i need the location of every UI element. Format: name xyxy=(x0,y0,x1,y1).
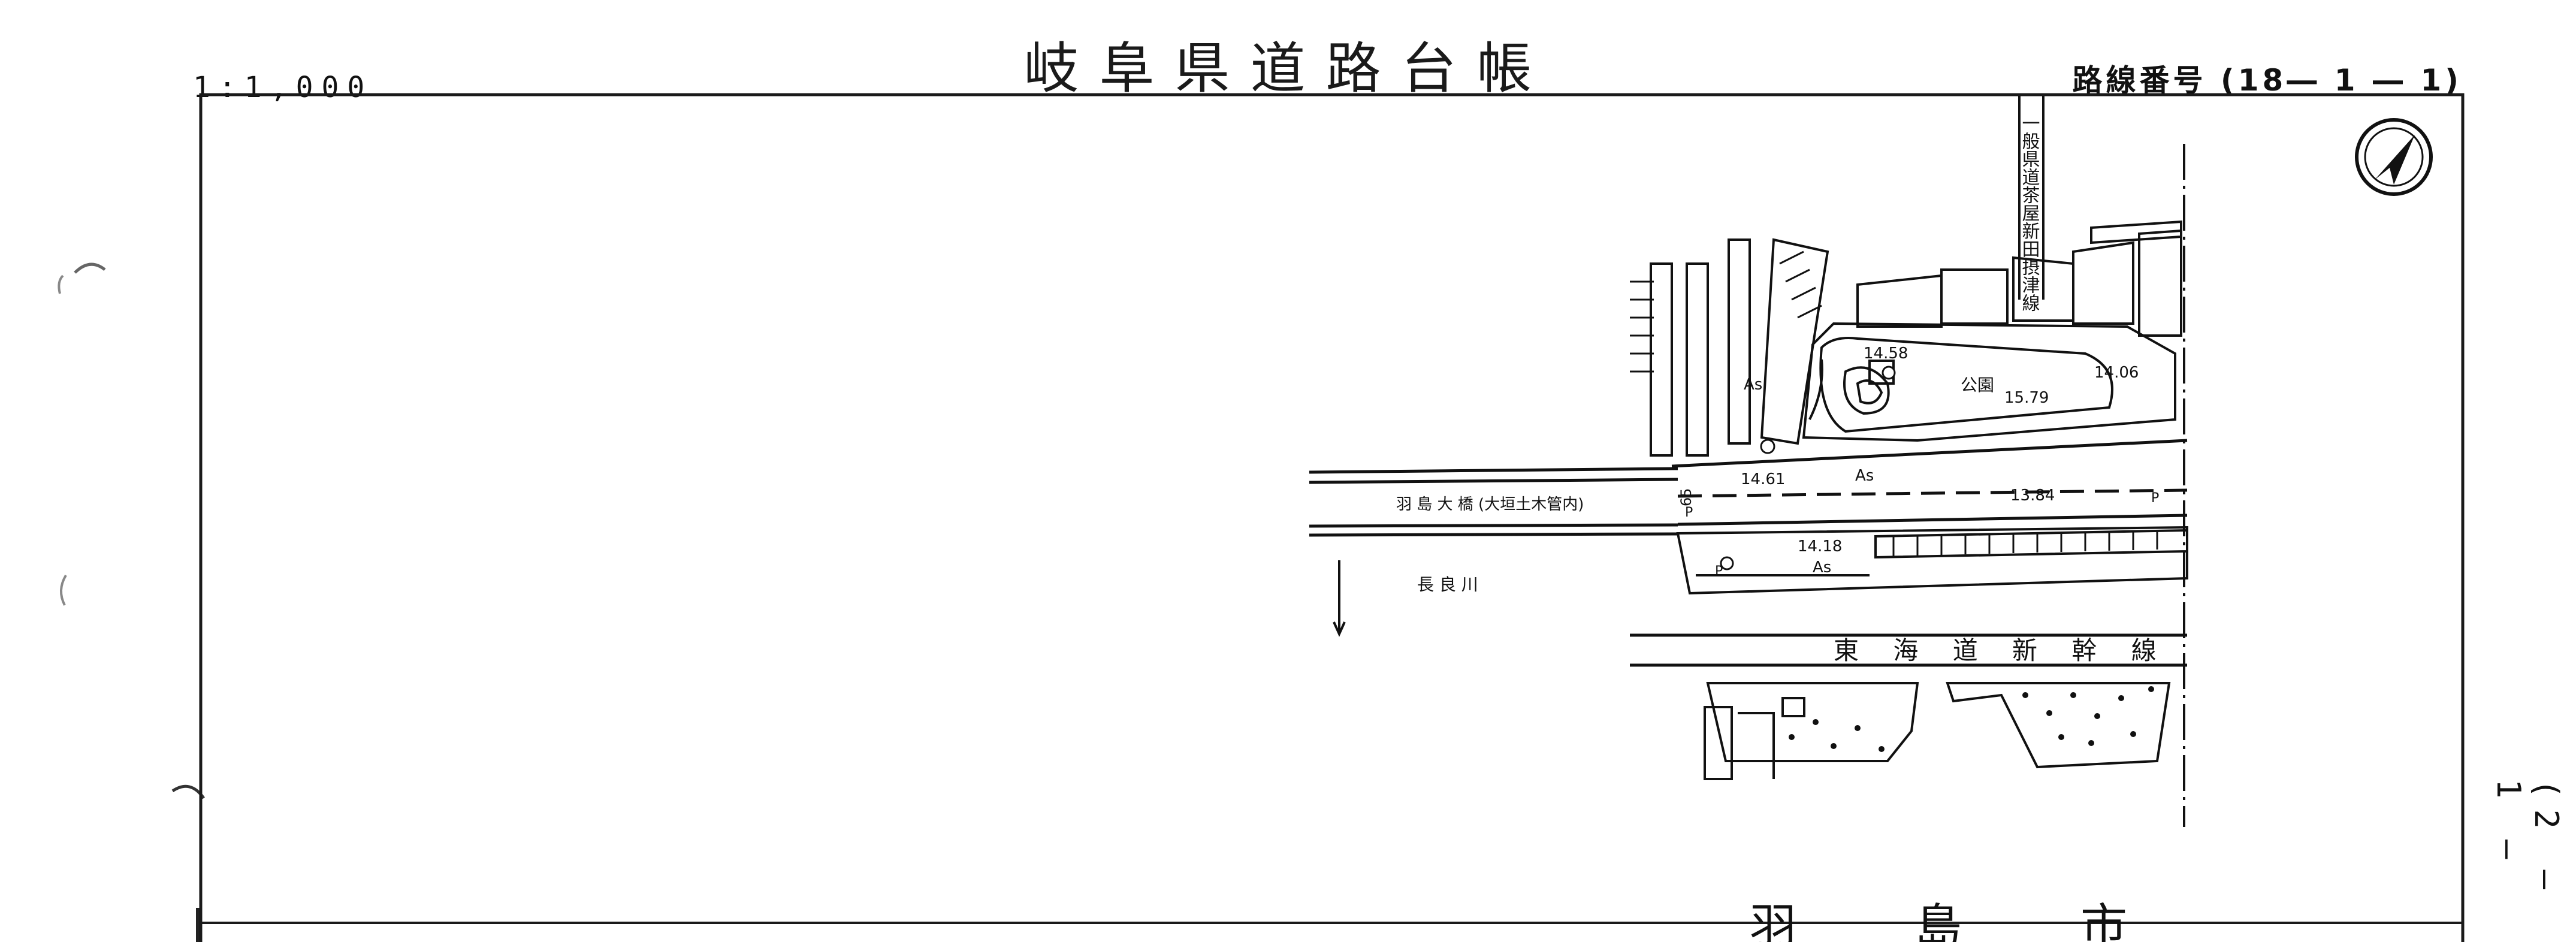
building-blocks-north xyxy=(1856,220,2182,337)
binder-hole-top xyxy=(74,262,106,274)
bridge-label: 羽 島 大 橋 (大垣土木管内) xyxy=(1396,496,1584,514)
post-marker-east: P xyxy=(2151,491,2159,506)
map-scale: 1:1,000 xyxy=(193,71,373,104)
city-label: 羽 島 市 xyxy=(1750,899,2163,942)
railway-lines xyxy=(1630,633,2187,667)
surface-asphalt-north: As xyxy=(1744,376,1762,394)
pole-number: 65 xyxy=(1678,488,1695,506)
crossing-road xyxy=(2018,96,2045,300)
post-marker-south: P xyxy=(1715,564,1723,579)
south-road-strip xyxy=(1676,526,2188,595)
route-number: 路線番号 (18― 1 ― 1) xyxy=(2072,63,2462,98)
park-area xyxy=(1802,322,2176,442)
embankment-dots xyxy=(1789,686,2154,752)
post-marker-west: P xyxy=(1685,505,1693,520)
elevation-1418: 14.18 xyxy=(1798,538,1842,555)
main-road xyxy=(1671,439,2188,526)
river-label: 長 良 川 xyxy=(1417,575,1478,594)
elevation-1579: 15.79 xyxy=(2004,389,2049,407)
sheet-title: 岐阜県道路台帳 xyxy=(1023,37,1553,101)
bridge-lines xyxy=(1309,467,1678,537)
railway-label: 東 海 道 新 幹 線 xyxy=(1834,636,2170,665)
building-blocks-west xyxy=(1650,238,1829,457)
manhole-icons xyxy=(1720,366,1896,570)
south-embankment xyxy=(1704,682,2171,780)
river-flow-arrow xyxy=(1333,560,1346,637)
map-frame xyxy=(199,93,2465,942)
elevation-1461: 14.61 xyxy=(1741,470,1785,488)
park-label: 公園 xyxy=(1961,375,1994,395)
binder-hole-bottom xyxy=(171,784,206,799)
elevation-1406: 14.06 xyxy=(2094,364,2139,382)
elevation-1458: 14.58 xyxy=(1864,345,1908,363)
surface-asphalt-road: As xyxy=(1855,467,1874,485)
hatch-strip-south xyxy=(1892,530,2158,556)
surface-asphalt-south: As xyxy=(1813,558,1831,576)
binder-hole-middle xyxy=(60,574,67,606)
crossing-road-label: 一般県道茶屋新田摂津線 xyxy=(2019,114,2040,312)
sheet-number: (2 ― 1 ― xyxy=(2490,779,2565,901)
binder-hole-mark xyxy=(58,274,64,294)
elevation-1384: 13.84 xyxy=(2010,487,2055,505)
hatch-strip-west xyxy=(1630,250,1822,373)
north-arrow-icon xyxy=(2355,118,2433,196)
